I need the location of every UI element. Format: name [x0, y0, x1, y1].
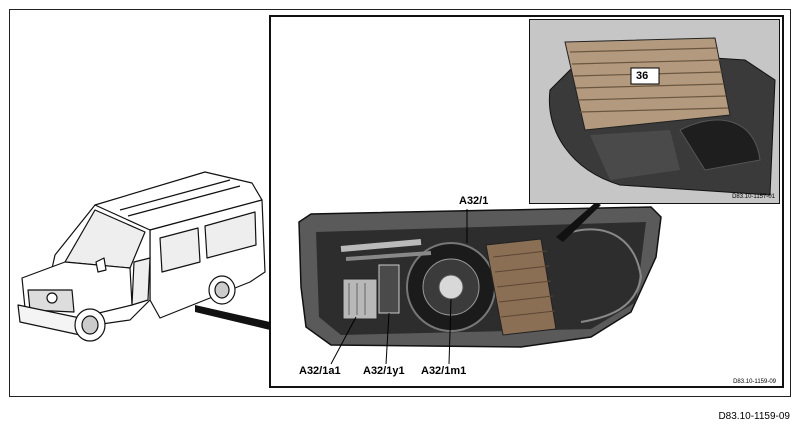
inset-reference: D83.10-1157-01	[732, 194, 775, 200]
label-housing: A32/1	[459, 195, 489, 207]
figure-id: D83.10-1159-09	[718, 411, 790, 422]
inset-label-36: 36	[636, 70, 649, 82]
label-a32-1y1: A32/1y1	[363, 365, 405, 377]
hvac-unit-illustration	[298, 202, 662, 365]
label-a32-1a1: A32/1a1	[299, 365, 341, 377]
inset-photo: 36 D83.10-1157-01	[529, 19, 780, 204]
heater-core-illustration	[530, 20, 779, 203]
detail-reference: D83.10-1159-09	[733, 379, 776, 385]
label-a32-1m1: A32/1m1	[421, 365, 467, 377]
